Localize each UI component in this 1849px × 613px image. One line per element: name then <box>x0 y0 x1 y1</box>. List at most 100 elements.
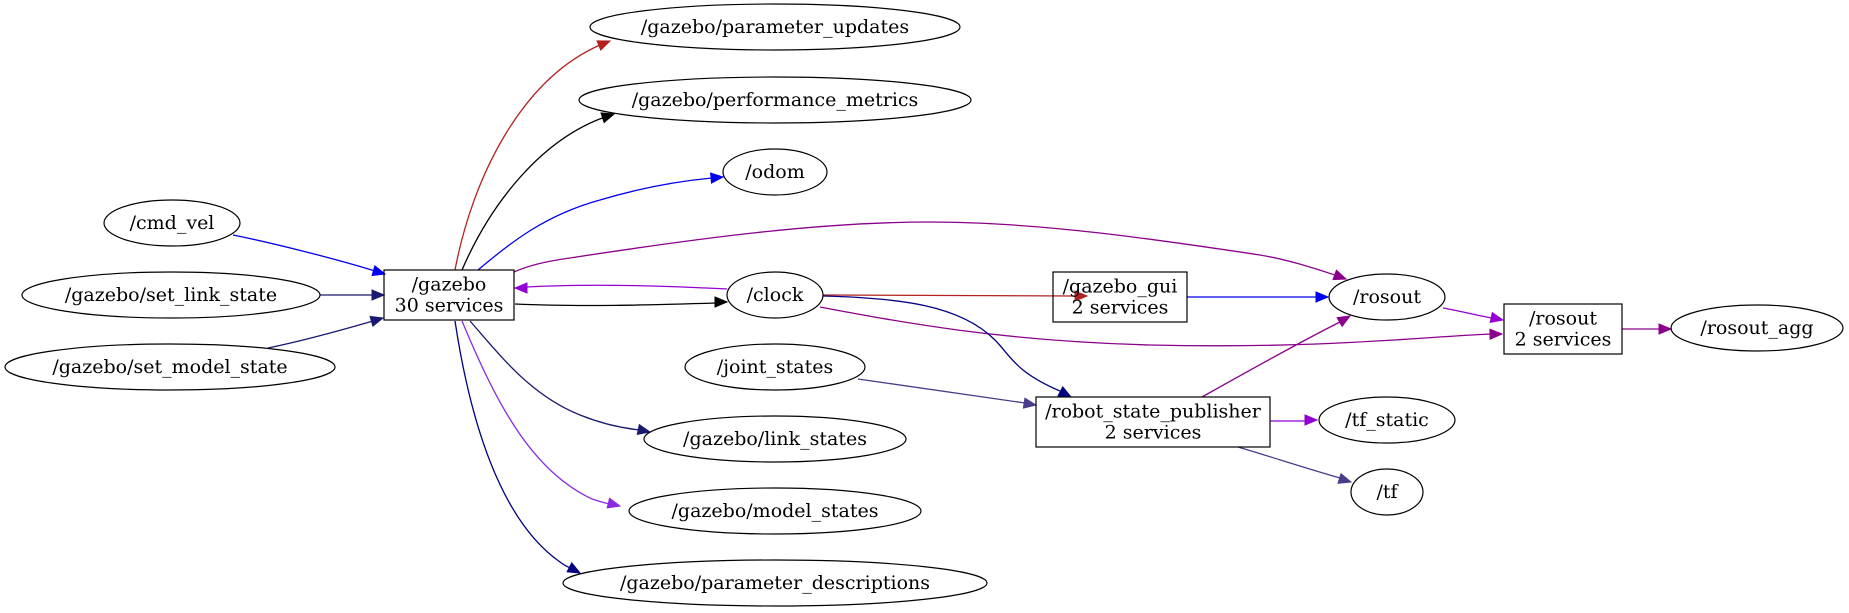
arrowhead-icon <box>369 315 385 327</box>
topic-ellipse <box>562 559 988 607</box>
ros-topic-tf[interactable]: /tf <box>1350 468 1424 516</box>
node-label: /gazebo/set_model_state <box>52 356 287 378</box>
arrowhead-icon <box>714 296 729 308</box>
node-label: 2 services <box>1515 329 1612 351</box>
ros-topic-cmd_vel[interactable]: /cmd_vel <box>103 199 241 247</box>
arrowhead-icon <box>1337 472 1353 484</box>
topic-ellipse <box>589 3 961 51</box>
node-label: /gazebo/model_states <box>672 500 879 522</box>
edge-set_model_state-to-gazebo <box>267 315 385 349</box>
edge-line <box>232 234 376 272</box>
topic-ellipse <box>1328 273 1446 321</box>
node-label: /tf_static <box>1345 409 1429 431</box>
topic-ellipse <box>21 271 321 319</box>
topic-ellipse <box>628 487 922 535</box>
topic-ellipse <box>722 148 828 196</box>
edge-joint_states-to-rsp <box>857 378 1038 409</box>
edge-clock-to-gazebo <box>513 282 728 294</box>
ros-topic-clock[interactable]: /clock <box>726 271 824 319</box>
topic-ellipse <box>726 271 824 319</box>
node-label: /joint_states <box>717 356 834 378</box>
edge-line <box>514 302 718 307</box>
topic-ellipse <box>1318 396 1456 444</box>
topic-ellipse <box>4 343 336 391</box>
edge-gazebo-to-performance_metrics <box>461 112 616 271</box>
node-box <box>1503 303 1623 355</box>
ros-topic-set_link_state[interactable]: /gazebo/set_link_state <box>21 271 321 319</box>
arrowhead-icon <box>371 289 386 301</box>
arrowhead-icon <box>566 562 582 574</box>
edge-gazebo-to-model_states <box>461 320 622 509</box>
node-label: /gazebo/parameter_descriptions <box>620 572 930 594</box>
node-label: /gazebo/parameter_updates <box>641 16 909 38</box>
edge-gazebo-to-parameter_updates <box>454 40 612 271</box>
node-label: /gazebo <box>412 274 487 296</box>
arrowhead-icon <box>1658 323 1673 335</box>
edge-clock-to-rsp <box>822 295 1073 398</box>
node-box <box>1052 271 1188 323</box>
edge-line <box>822 295 1061 392</box>
ros-topic-performance_metrics[interactable]: /gazebo/performance_metrics <box>578 76 972 124</box>
node-label: /odom <box>745 161 804 183</box>
node-label: /gazebo_gui <box>1063 276 1178 298</box>
node-box <box>383 269 515 321</box>
edge-line <box>822 294 1077 297</box>
arrowhead-icon <box>1022 397 1038 409</box>
edge-rsp-to-rosout_topic <box>1201 315 1352 398</box>
arrowhead-icon <box>513 282 528 294</box>
arrowhead-icon <box>636 423 652 436</box>
edge-line <box>454 320 572 569</box>
ros-topic-tf_static[interactable]: /tf_static <box>1318 396 1456 444</box>
node-label: 30 services <box>395 295 504 317</box>
arrowhead-icon <box>710 172 725 184</box>
edge-rosout_topic-to-rosout_node <box>1442 307 1505 324</box>
arrowhead-icon <box>1074 290 1089 302</box>
ros-topic-odom[interactable]: /odom <box>722 148 828 196</box>
edge-line <box>1442 307 1493 319</box>
ros-topic-rosout_topic[interactable]: /rosout <box>1328 273 1446 321</box>
edge-line <box>857 378 1026 404</box>
node-label: /rosout_agg <box>1700 317 1813 339</box>
ros-topic-model_states[interactable]: /gazebo/model_states <box>628 487 922 535</box>
edge-line <box>819 306 1492 347</box>
edge-gazebo_gui-to-rosout_topic <box>1187 291 1330 303</box>
edge-gazebo-to-link_states <box>469 320 652 436</box>
node-label: 2 services <box>1072 297 1169 319</box>
node-label: /clock <box>747 284 804 306</box>
edge-gazebo-to-odom <box>477 172 725 271</box>
edge-line <box>513 221 1339 277</box>
ros-topic-joint_states[interactable]: /joint_states <box>684 343 866 391</box>
ros-topic-set_model_state[interactable]: /gazebo/set_model_state <box>4 343 336 391</box>
ros-topic-parameter_descriptions[interactable]: /gazebo/parameter_descriptions <box>562 559 988 607</box>
edge-rsp-to-tf_static <box>1270 414 1319 426</box>
edge-gazebo-to-rosout_topic <box>513 221 1348 281</box>
edge-line <box>1237 446 1341 479</box>
ros-topic-link_states[interactable]: /gazebo/link_states <box>643 415 907 463</box>
edge-line <box>1201 321 1341 398</box>
edge-rosout_node-to-rosout_agg <box>1622 323 1673 335</box>
arrowhead-icon <box>371 265 387 277</box>
edge-clock-to-rosout_node <box>819 306 1504 347</box>
nodes-layer: /cmd_vel/gazebo/set_link_state/gazebo/se… <box>4 3 1844 607</box>
arrowhead-icon <box>606 497 622 509</box>
node-label: /robot_state_publisher <box>1045 401 1262 423</box>
edge-line <box>469 320 641 431</box>
ros-topic-rosout_agg[interactable]: /rosout_agg <box>1670 304 1844 352</box>
node-label: /gazebo/set_link_state <box>65 284 277 306</box>
node-label: /rosout <box>1353 286 1421 308</box>
edge-line <box>461 116 606 271</box>
edge-cmd_vel-to-gazebo <box>232 234 387 277</box>
topic-ellipse <box>643 415 907 463</box>
node-label: /gazebo/performance_metrics <box>632 89 919 111</box>
node-label: /cmd_vel <box>130 212 215 234</box>
edge-gazebo-to-parameter_descriptions <box>454 320 582 574</box>
edge-set_link_state-to-gazebo <box>320 289 386 301</box>
topic-ellipse <box>684 343 866 391</box>
topic-ellipse <box>578 76 972 124</box>
ros-topic-parameter_updates[interactable]: /gazebo/parameter_updates <box>589 3 961 51</box>
edge-line <box>267 320 374 349</box>
